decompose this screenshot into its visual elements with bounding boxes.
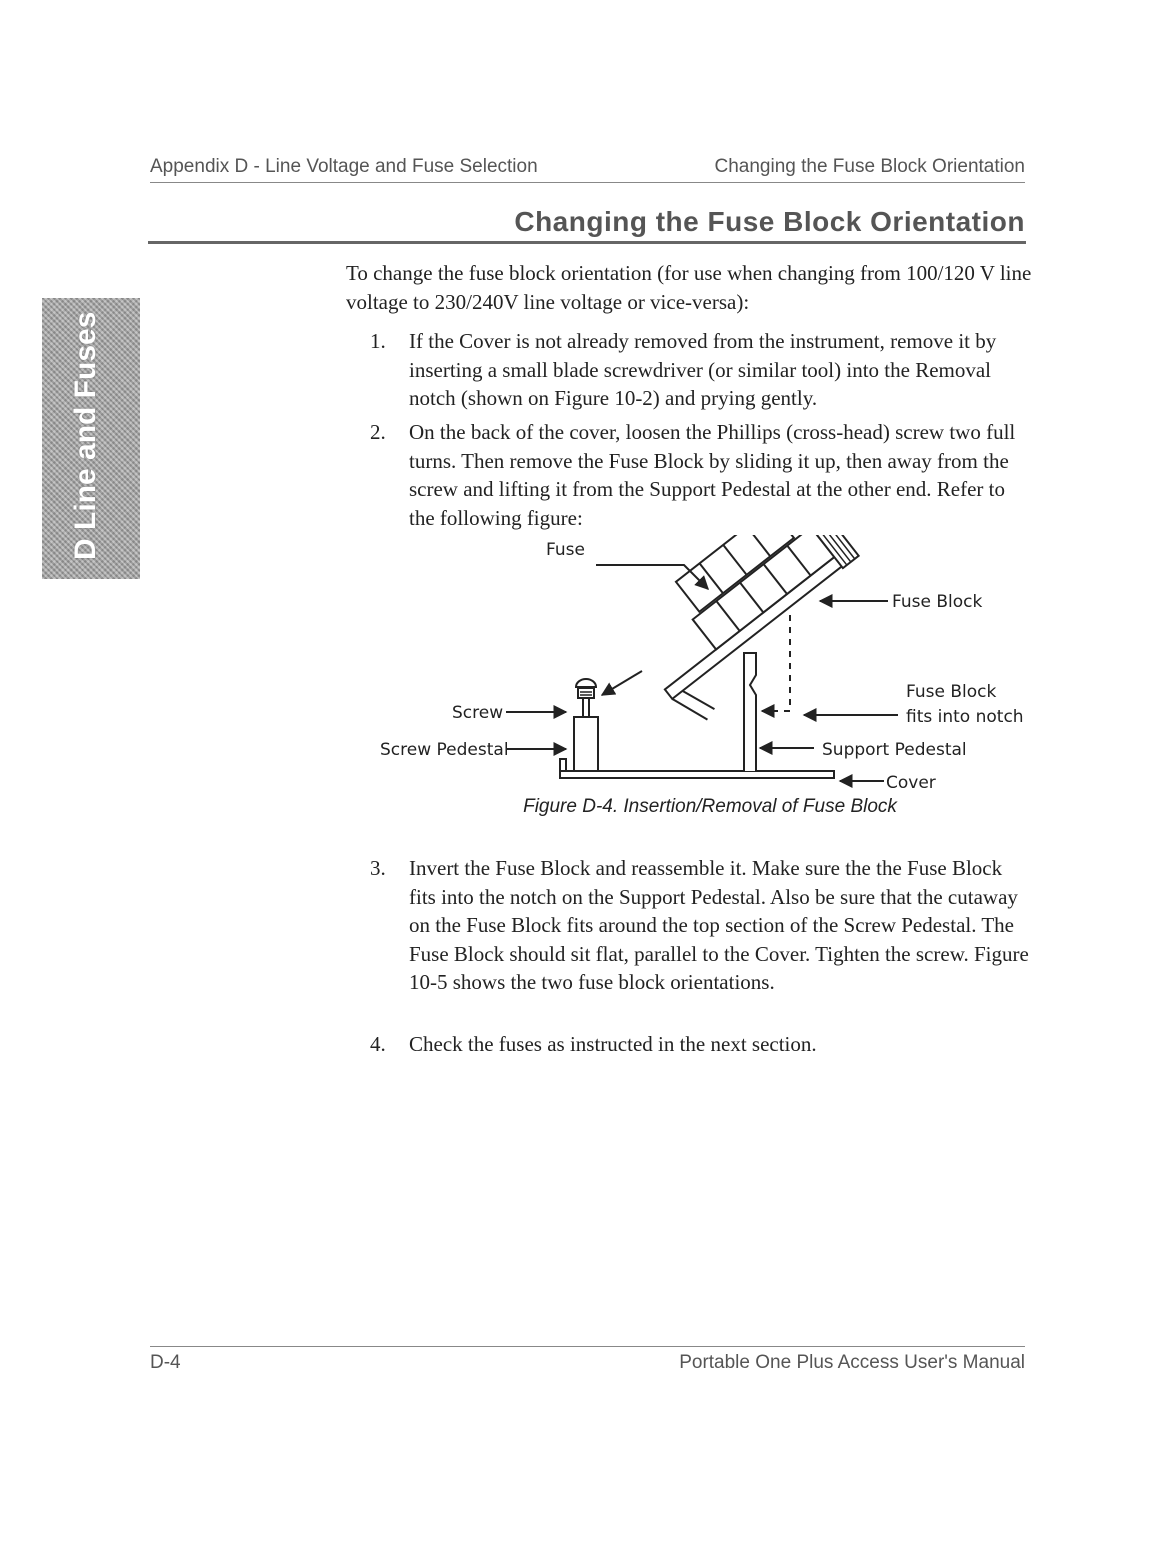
step-number: 1.	[370, 329, 386, 353]
intro-paragraph: To change the fuse block orientation (fo…	[346, 261, 1032, 314]
step-number: 2.	[370, 420, 386, 444]
support-pedestal-shape	[743, 652, 757, 771]
running-header-section: Changing the Fuse Block Orientation	[714, 156, 1025, 177]
label-support-pedestal: Support Pedestal	[822, 740, 967, 760]
label-notch-line2: fits into notch	[906, 707, 1024, 727]
label-cover: Cover	[886, 773, 936, 793]
page-number: D-4	[150, 1352, 181, 1373]
side-tab	[42, 298, 140, 579]
step-text: On the back of the cover, loosen the Phi…	[409, 420, 1016, 530]
screw-head	[574, 678, 598, 688]
side-tab-label: D Line and Fuses	[69, 311, 102, 560]
step-number: 4.	[370, 1032, 386, 1056]
label-screw: Screw	[452, 703, 503, 723]
page-footer: D-4 Portable One Plus Access User's Manu…	[150, 1352, 1025, 1378]
label-screw-pedestal: Screw Pedestal	[380, 740, 509, 760]
title-rule	[148, 241, 1026, 244]
step-number: 3.	[370, 856, 386, 880]
section-title: Changing the Fuse Block Orientation	[514, 206, 1025, 237]
step-text: Invert the Fuse Block and reassemble it.…	[409, 856, 1029, 994]
label-fuse-block: Fuse Block	[892, 592, 982, 612]
fuse-block-figure: Fuse Fuse Block Fuse Block fits into not…	[370, 535, 1030, 795]
running-header: Appendix D - Line Voltage and Fuse Selec…	[150, 156, 1025, 183]
running-header-chapter: Appendix D - Line Voltage and Fuse Selec…	[150, 156, 538, 177]
fuse-block-diagram: Fuse Fuse Block Fuse Block fits into not…	[380, 535, 1024, 793]
screw-pedestal-shape	[573, 716, 599, 772]
cover-plate	[559, 770, 835, 779]
step-text: If the Cover is not already removed from…	[409, 329, 997, 410]
label-fuse: Fuse	[546, 540, 585, 560]
screw-body	[577, 687, 595, 699]
figure-caption: Figure D-4. Insertion/Removal of Fuse Bl…	[523, 796, 897, 817]
manual-title: Portable One Plus Access User's Manual	[679, 1352, 1025, 1373]
step-text: Check the fuses as instructed in the nex…	[409, 1032, 817, 1056]
footer-rule	[150, 1346, 1025, 1347]
cover-lip	[559, 758, 567, 771]
label-notch-line1: Fuse Block	[906, 682, 996, 702]
